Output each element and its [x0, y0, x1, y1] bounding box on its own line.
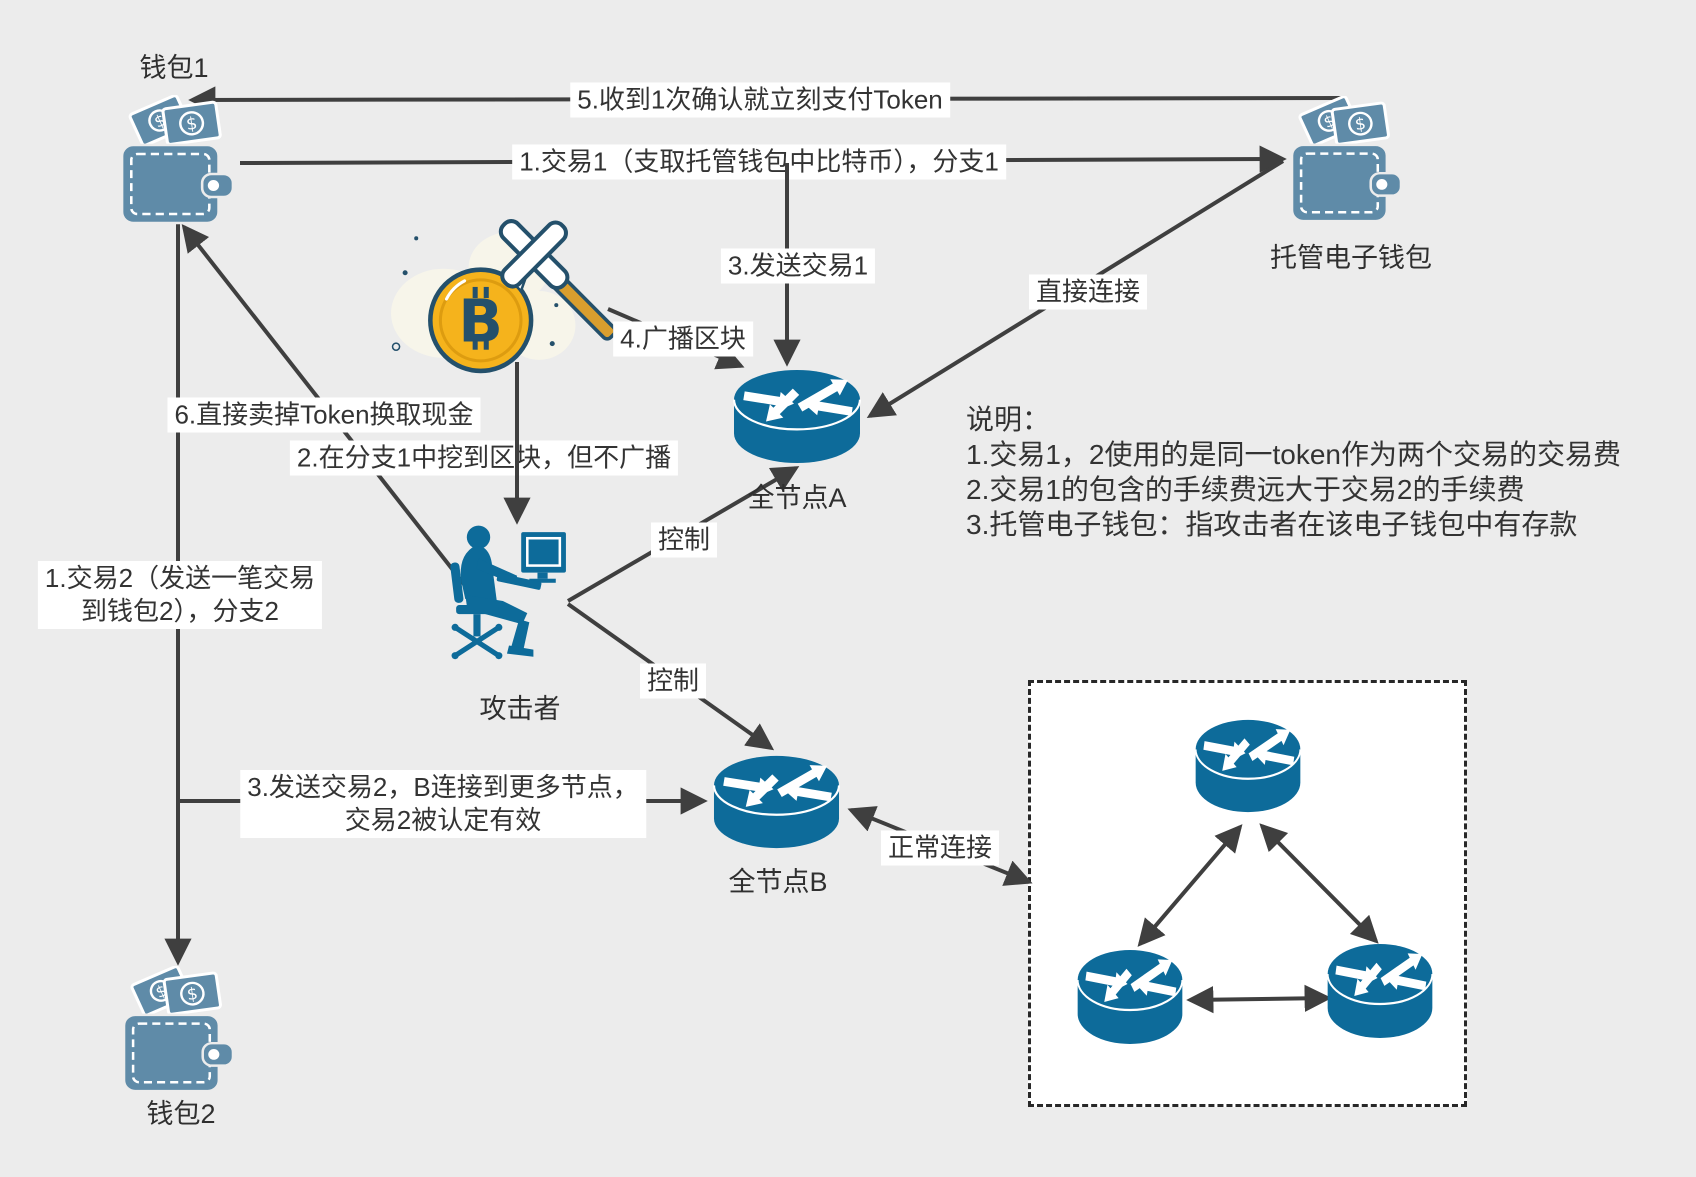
attacker-label: 攻击者 [479, 694, 561, 724]
full-node-b-label: 全节点B [728, 867, 828, 897]
notes-block: 说明： 1.交易1，2使用的是同一token作为两个交易的交易费 2.交易1的包… [966, 402, 1621, 542]
notes-item-1: 1.交易1，2使用的是同一token作为两个交易的交易费 [966, 439, 1621, 470]
edge-label-sell-token: 6.直接卖掉Token换取现金 [167, 397, 481, 433]
network-router-icon [1076, 946, 1184, 1048]
notes-title: 说明： [966, 404, 1051, 435]
edge-label-control-a: 控制 [650, 522, 718, 558]
edge-label-direct-connect: 直接连接 [1028, 274, 1148, 310]
network-router-icon [1326, 940, 1434, 1042]
edge-label-normal-connect: 正常连接 [880, 830, 1000, 866]
svg-text:B: B [458, 287, 503, 355]
svg-text:$: $ [1354, 113, 1368, 134]
notes-item-2: 2.交易1的包含的手续费远大于交易2的手续费 [966, 474, 1525, 505]
wallet-icon: $ $ [122, 966, 235, 1093]
edge-label-tx2-line1: 1.交易2（发送一笔交易 [44, 563, 316, 593]
edge-label-send-tx1: 3.发送交易1 [720, 248, 876, 284]
hosted-wallet-label: 托管电子钱包 [1270, 243, 1432, 273]
edge-label-send-tx2: 3.发送交易2，B连接到更多节点， 交易2被认定有效 [240, 770, 646, 838]
wallet2-label: 钱包2 [146, 1099, 216, 1129]
edge-label-send-tx2-line1: 3.发送交易2，B连接到更多节点， [247, 772, 639, 802]
network-router-icon [712, 752, 841, 852]
edge-label-tx2-line2: 到钱包2），分支2 [81, 596, 279, 626]
network-router-icon [732, 366, 862, 467]
edge-label-pay-token: 5.收到1次确认就立刻支付Token [570, 82, 950, 118]
edge-label-control-b: 控制 [639, 663, 707, 699]
person-at-computer-icon [448, 520, 570, 682]
notes-item-3: 3.托管电子钱包：指攻击者在该电子钱包中有存款 [966, 509, 1578, 540]
network-router-icon [1194, 716, 1302, 816]
edge-label-tx2: 1.交易2（发送一笔交易 到钱包2），分支2 [37, 561, 323, 629]
wallet-icon: $ $ [1290, 96, 1403, 223]
svg-text:$: $ [185, 114, 199, 135]
wallet-icon: $ $ [120, 95, 235, 225]
edge-label-mine-block: 2.在分支1中挖到区块，但不广播 [289, 440, 679, 476]
svg-text:$: $ [186, 983, 200, 1004]
wallet1-label: 钱包1 [139, 53, 209, 83]
bitcoin-pickaxe-icon: B [388, 212, 650, 374]
full-node-a-label: 全节点A [747, 483, 847, 513]
edge-label-tx1: 1.交易1（支取托管钱包中比特币），分支1 [512, 144, 1006, 180]
edge-label-send-tx2-line2: 交易2被认定有效 [344, 805, 542, 835]
edge-label-broadcast-block: 4.广播区块 [613, 321, 753, 357]
